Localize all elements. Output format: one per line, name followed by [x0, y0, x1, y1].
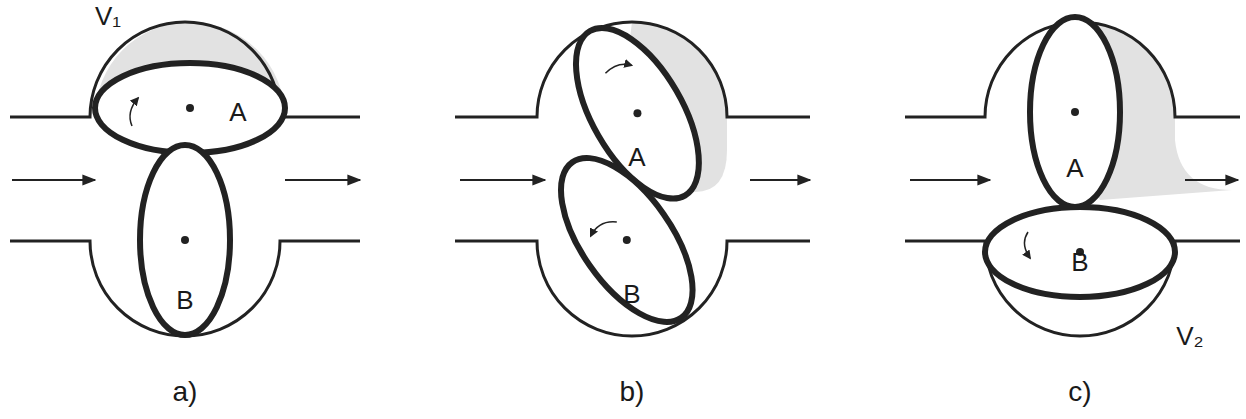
panel-label: c) — [1068, 378, 1091, 406]
lobe-label: A — [628, 144, 645, 170]
oval-lobe — [1030, 17, 1120, 207]
lobe-rotor: B — [979, 201, 1181, 303]
rotation-arrow — [591, 222, 617, 236]
oval-lobe — [140, 145, 230, 335]
lobe-rotor: B — [134, 139, 236, 341]
oval-lobe — [985, 207, 1175, 297]
oval-lobe — [95, 63, 285, 153]
rotor-outline — [1024, 11, 1126, 213]
lobe-rotor: B — [555, 152, 699, 328]
rotor-axis — [1071, 108, 1079, 116]
lobe-label: B — [1071, 249, 1088, 275]
rotor-axis — [623, 236, 631, 244]
volume-label: V₁ — [95, 3, 121, 29]
rotation-arrow — [1024, 232, 1030, 258]
rotor-axis — [181, 236, 189, 244]
rotation-arrow — [605, 64, 631, 73]
lobe-label: B — [176, 287, 193, 313]
lobe-label: A — [1066, 155, 1083, 181]
panel-label: b) — [620, 378, 645, 406]
oval-lobe — [536, 136, 719, 343]
rotation-arrow — [130, 98, 138, 126]
panel-label: a) — [173, 378, 198, 406]
volume-label: V₂ — [1176, 323, 1203, 349]
lobe-label: A — [229, 99, 246, 125]
lobe-label: B — [623, 281, 640, 307]
rotor-axis — [633, 109, 641, 117]
lobe-rotor: A — [1024, 11, 1126, 213]
rotor-axis — [186, 104, 194, 112]
